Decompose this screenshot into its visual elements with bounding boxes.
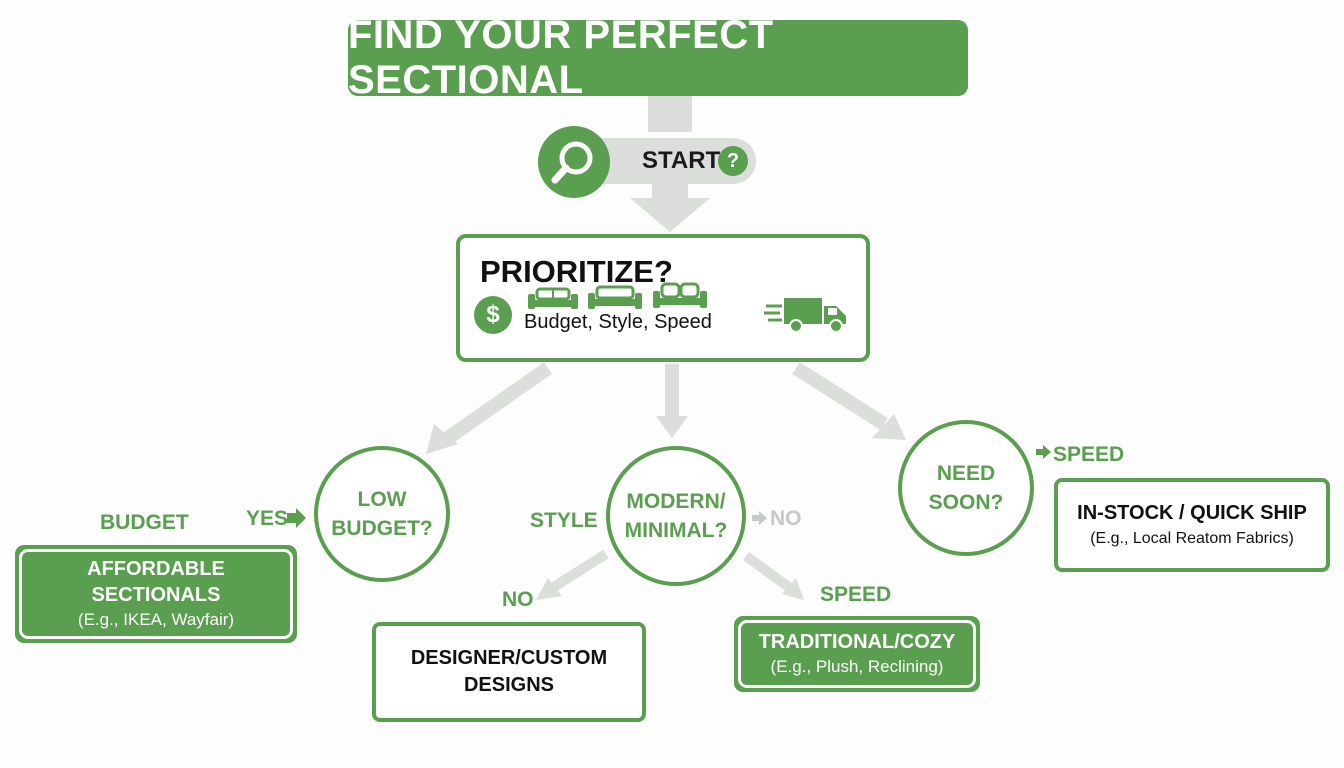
outcome-traditional-frame (734, 616, 980, 692)
arrow-icon-yes (287, 508, 306, 528)
decision-low-budget: LOW BUDGET? (314, 446, 450, 582)
help-icon: ? (718, 146, 748, 176)
magnifier-icon (538, 126, 610, 198)
sofa-icon (588, 285, 642, 309)
sofa-icon (653, 282, 707, 308)
connector-modern-traditional (743, 551, 793, 593)
label-no-right: NO (770, 507, 802, 530)
outcome-traditional: TRADITIONAL/COZY (E.g., Plush, Reclining… (734, 616, 980, 692)
decision-modern-minimal-text: MODERN/ MINIMAL? (624, 490, 728, 542)
connector-modern-designer-arrow (536, 578, 562, 600)
connector-modern-traditional-arrow (782, 578, 804, 600)
sofa-icon (528, 287, 578, 309)
decision-low-budget-text: LOW BUDGET? (331, 488, 433, 540)
prioritize-subtitle: Budget, Style, Speed (524, 311, 712, 333)
outcome-traditional-sub: (E.g., Plush, Reclining) (770, 657, 944, 676)
outcome-affordable-sub: (E.g., IKEA, Wayfair) (77, 610, 235, 629)
truck-icon (764, 298, 846, 333)
label-yes: YES (246, 507, 289, 530)
outcome-affordable-title: AFFORDABLE SECTIONALS (87, 558, 225, 606)
outcome-instock-sub: (E.g., Local Reatom Fabrics) (1090, 529, 1294, 547)
title-banner: FIND YOUR PERFECT SECTIONAL (348, 13, 968, 102)
outcome-designer: DESIGNER/CUSTOM DESIGNS (372, 622, 646, 722)
connector-start-prior-stem (652, 184, 688, 200)
connector-title-start (648, 96, 692, 132)
page-title: FIND YOUR PERFECT SECTIONAL (348, 13, 774, 102)
connector-start-prior-arrow (630, 198, 710, 232)
prioritize-title: PRIORITIZE? (480, 254, 673, 289)
outcome-traditional-title: TRADITIONAL/COZY (758, 631, 956, 653)
dollar-icon: $ (474, 296, 512, 334)
decision-need-soon: NEED SOON? (898, 420, 1034, 556)
connector-prior-needsoon-arrow (872, 414, 906, 440)
arrow-icon-speed (1036, 445, 1051, 459)
label-speed-bottom: SPEED (820, 583, 892, 606)
label-budget: BUDGET (100, 511, 189, 534)
outcome-instock: IN-STOCK / QUICK SHIP (E.g., Local Reato… (1054, 478, 1330, 572)
label-no-left: NO (502, 588, 534, 611)
connector-prior-lowbudget (443, 362, 553, 444)
outcome-instock-title: IN-STOCK / QUICK SHIP (1077, 501, 1307, 524)
decision-need-soon-text: NEED SOON? (928, 462, 1004, 514)
connector-prior-lowbudget-arrow (426, 424, 458, 454)
connector-prior-modern-arrow (656, 416, 688, 438)
label-style: STYLE (530, 509, 598, 532)
outcome-affordable: AFFORDABLE SECTIONALS (E.g., IKEA, Wayfa… (15, 545, 297, 643)
connector-modern-designer (549, 549, 609, 593)
connector-prior-needsoon (792, 362, 888, 430)
label-speed-top: SPEED (1053, 443, 1125, 466)
decision-modern-minimal: MODERN/ MINIMAL? (606, 446, 746, 586)
dollar-glyph: $ (486, 301, 500, 328)
help-glyph: ? (726, 149, 740, 172)
start-label: START (642, 147, 721, 174)
outcome-affordable-frame (15, 545, 297, 643)
arrow-icon-no (752, 511, 767, 525)
outcome-designer-title: DESIGNER/CUSTOM DESIGNS (410, 647, 608, 696)
